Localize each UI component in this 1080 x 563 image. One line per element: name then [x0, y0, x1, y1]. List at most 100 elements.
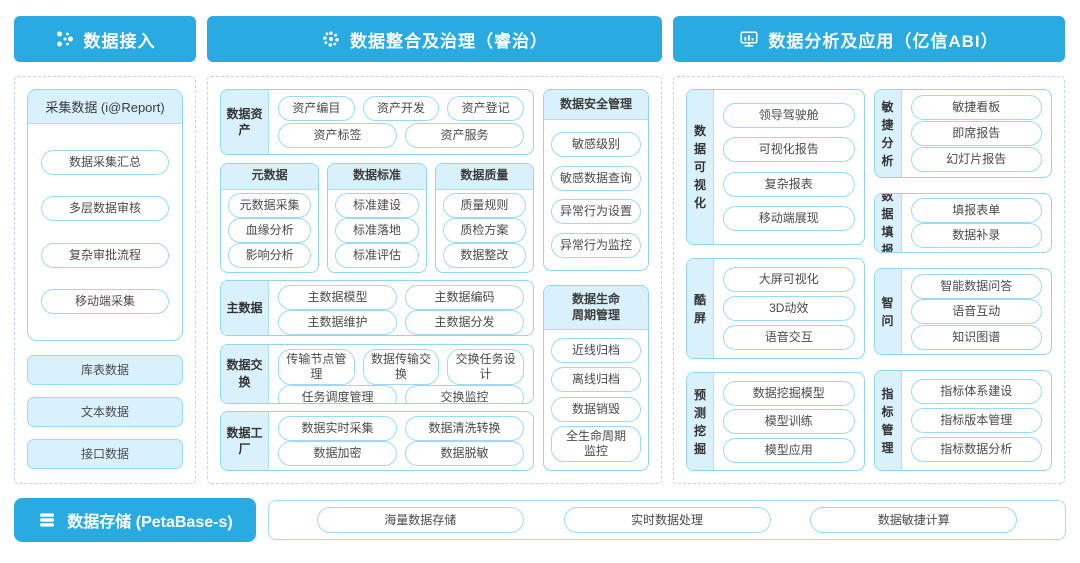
feature-item-label: 数据敏捷计算	[877, 512, 950, 527]
feature-group-label-text: 数据可视化	[694, 124, 707, 210]
feature-item-label: 复杂审批流程	[68, 247, 141, 262]
feature-item: 库表数据	[27, 355, 183, 385]
feature-item: 资产编目	[278, 96, 355, 121]
feature-item-label: 智能数据问答	[940, 278, 1013, 293]
feature-group-body: 填报表单数据补录	[902, 194, 1052, 252]
feature-item-label: 指标版本管理	[940, 413, 1013, 427]
feature-item-label: 资产标签	[313, 128, 362, 142]
feature-group-body: 数据实时采集数据清洗转换数据加密数据脱敏	[269, 412, 533, 470]
sub-panel: 数据安全管理敏感级别敏感数据查询异常行为设置异常行为监控	[543, 89, 649, 271]
feature-item-label: 资产开发	[377, 101, 426, 115]
feature-row: 语音交互	[723, 325, 855, 350]
feature-item-label: 主数据编码	[434, 290, 495, 304]
feature-item-label: 幻灯片报告	[946, 152, 1007, 166]
feature-item: 质量规则	[442, 192, 526, 218]
feature-item-label: 标准评估	[352, 248, 401, 263]
feature-item: 离线归档	[551, 367, 641, 393]
feature-item: 数据补录	[910, 223, 1042, 248]
sub-panel-title: 数据安全管理	[544, 90, 648, 120]
feature-item-label: 文本数据	[80, 404, 129, 419]
feature-item: 任务调度管理	[278, 384, 397, 403]
feature-item: 文本数据	[27, 397, 183, 427]
sub-panel-title: 元数据	[221, 163, 319, 190]
feature-item-label: 元数据采集	[239, 197, 300, 212]
feature-item-label: 主数据分发	[434, 315, 495, 329]
feature-item-label: 近线归档	[571, 342, 620, 357]
feature-item-label: 质检方案	[460, 223, 509, 237]
feature-row: 资产编目资产开发资产登记	[278, 96, 525, 121]
feature-item-label: 数据整改	[460, 248, 509, 263]
feature-group-label: 敏捷分析	[874, 90, 902, 177]
feature-item: 多层数据审核	[41, 196, 169, 222]
feature-item-label: 交换任务设计	[455, 351, 516, 381]
feature-item: 数据传输交换	[362, 348, 440, 385]
feature-row: 指标体系建设	[910, 379, 1042, 404]
feature-row: 知识图谱	[910, 324, 1042, 350]
analysis-header: 数据分析及应用（亿信ABI）	[673, 16, 1065, 62]
feature-row: 数据挖掘模型	[723, 380, 855, 406]
feature-item: 指标体系建设	[910, 379, 1042, 404]
feature-row: 填报表单	[910, 198, 1042, 223]
feature-item-label: 模型应用	[764, 442, 813, 457]
feature-group-label-text: 敏捷分析	[881, 99, 894, 168]
sub-panel-body: 敏感级别敏感数据查询异常行为设置异常行为监控	[544, 120, 648, 270]
feature-item: 指标数据分析	[910, 437, 1042, 462]
feature-item: 异常行为监控	[551, 233, 641, 259]
feature-group-label-text: 酷屏	[694, 292, 707, 325]
feature-item-label: 数据传输交换	[371, 351, 432, 381]
sub-panel-title: 数据质量	[435, 163, 533, 190]
feature-group: 智问智能数据问答语音互动知识图谱	[873, 268, 1052, 355]
feature-item: 敏感级别	[551, 131, 641, 157]
feature-item: 指标版本管理	[910, 408, 1042, 433]
feature-group-body: 智能数据问答语音互动知识图谱	[902, 269, 1052, 354]
feature-item: 主数据编码	[405, 285, 524, 310]
feature-item-label: 异常行为监控	[559, 238, 632, 253]
feature-item-label: 数据加密	[313, 446, 362, 460]
feature-item-label: 库表数据	[80, 362, 129, 377]
feature-group: 预测挖掘数据挖掘模型模型训练模型应用	[686, 372, 865, 471]
feature-item: 复杂报表	[723, 171, 855, 197]
feature-item-label: 知识图谱	[952, 329, 1001, 344]
feature-item-label: 标准落地	[352, 223, 401, 237]
section-governance: 数据整合及治理（睿治） 数据资产资产编目资产开发资产登记资产标签资产服务元数据元…	[207, 16, 662, 484]
storage-title: 数据存储 (PetaBase-s)	[67, 514, 233, 531]
analysis-title: 数据分析及应用（亿信ABI）	[768, 31, 999, 51]
feature-item-label: 资产服务	[440, 128, 489, 142]
feature-item: 模型训练	[723, 409, 855, 434]
feature-item: 元数据采集	[228, 192, 312, 218]
feature-item: 接口数据	[27, 439, 183, 469]
section-access: 数据接入 采集数据 (i@Report)数据采集汇总多层数据审核复杂审批流程移动…	[14, 16, 196, 484]
database-icon	[37, 510, 57, 530]
feature-item: 标准评估	[335, 243, 419, 269]
access-header: 数据接入	[14, 16, 196, 62]
feature-group-label: 数据填报	[874, 194, 902, 252]
feature-item-label: 实时数据处理	[630, 512, 703, 527]
sub-panel-title-text: 数据标准	[352, 168, 401, 183]
feature-group-label: 智问	[874, 269, 902, 354]
feature-item: 领导驾驶舱	[723, 103, 855, 129]
storage-row: 数据存储 (PetaBase-s) 海量数据存储实时数据处理数据敏捷计算	[0, 484, 1080, 542]
feature-item-label: 移动端采集	[74, 294, 135, 309]
sub-panel-title-text: 数据安全管理	[559, 96, 632, 111]
sub-panel-body: 元数据采集血缘分析影响分析	[221, 190, 318, 272]
feature-item-label: 数据实时采集	[301, 421, 374, 435]
feature-item: 数据清洗转换	[405, 416, 524, 441]
feature-item-label: 敏捷看板	[952, 100, 1001, 114]
feature-item: 可视化报告	[723, 137, 855, 163]
governance-left-stack: 数据资产资产编目资产开发资产登记资产标签资产服务元数据元数据采集血缘分析影响分析…	[220, 89, 534, 471]
feature-group-body: 指标体系建设指标版本管理指标数据分析	[902, 371, 1052, 470]
collect-data-panel-title: 采集数据 (i@Report)	[28, 90, 182, 124]
governance-header: 数据整合及治理（睿治）	[207, 16, 662, 62]
sub-panel-body: 近线归档离线归档数据销毁全生命周期监控	[544, 330, 648, 470]
feature-item-label: 传输节点管理	[286, 351, 347, 381]
sub-panel-title-text: 数据生命周期管理	[571, 291, 620, 322]
governance-title: 数据整合及治理（睿治）	[350, 31, 548, 51]
feature-group: 指标管理指标体系建设指标版本管理指标数据分析	[873, 370, 1052, 471]
feature-item: 数据敏捷计算	[810, 507, 1018, 533]
feature-group-body: 传输节点管理数据传输交换交换任务设计任务调度管理交换监控	[269, 345, 533, 403]
feature-row: 复杂报表	[723, 171, 855, 197]
monitor-chart-icon	[739, 29, 759, 49]
feature-item: 模型应用	[723, 437, 855, 463]
